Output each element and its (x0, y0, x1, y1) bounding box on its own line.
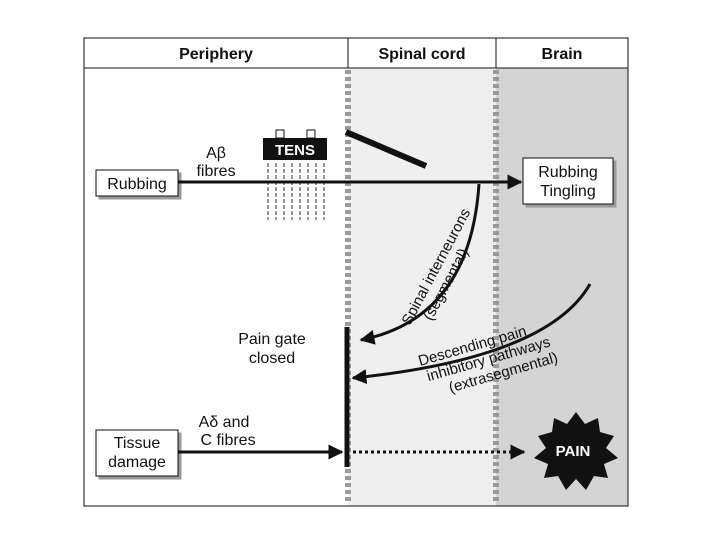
tissue-damage-line2: damage (108, 454, 166, 471)
rubbing-tingling-line1: Rubbing (538, 164, 598, 181)
tissue-damage-line1: Tissue (114, 435, 161, 452)
header-row (83, 37, 629, 69)
descending-inhibitory-arrow (351, 283, 592, 385)
pain-gate-label-line1: Pain gate (238, 331, 306, 348)
pain-starburst-icon (534, 412, 618, 490)
a-beta-label-line2: fibres (196, 163, 235, 180)
tens-terminal-right (306, 129, 316, 139)
tens-label: TENS (275, 142, 315, 159)
a-delta-label-line2: C fibres (200, 432, 255, 449)
pain-gate-label-line2: closed (249, 350, 295, 367)
rubbing-input-label: Rubbing (107, 176, 167, 193)
rubbing-tingling-line2: Tingling (540, 183, 595, 200)
tens-field-lines (267, 163, 325, 220)
tissue-damage-box (95, 429, 179, 477)
column-header-brain: Brain (542, 46, 583, 63)
column-header-periphery: Periphery (179, 46, 253, 63)
pain-label: PAIN (556, 443, 591, 460)
a-delta-label-line1: Aδ and (199, 414, 250, 431)
a-beta-label-line1: Aβ (206, 145, 226, 162)
tens-terminal-left (275, 129, 285, 139)
spinal-interneurons-arrow (359, 183, 481, 345)
tens-device: TENS (263, 129, 327, 220)
rubbing-input-box (95, 169, 179, 197)
spinal-cord-marker (344, 129, 428, 169)
rubbing-tingling-box (522, 157, 614, 205)
diagram-frame (83, 37, 629, 507)
column-header-spinal-cord: Spinal cord (378, 46, 465, 63)
tens-box (263, 138, 327, 160)
